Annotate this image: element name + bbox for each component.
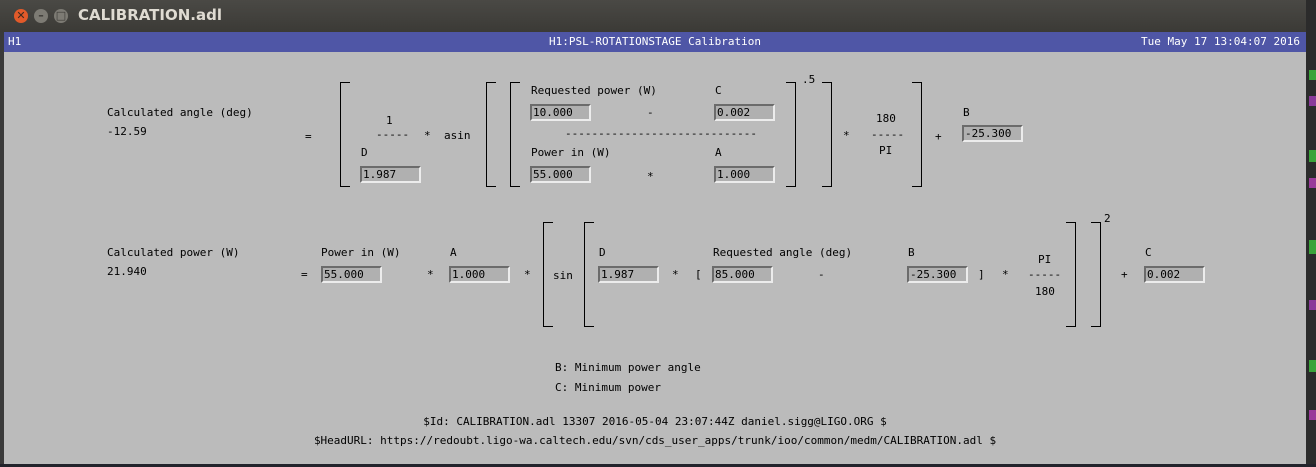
multiply-sign: * bbox=[1002, 268, 1009, 281]
window-title: CALIBRATION.adl bbox=[78, 6, 223, 24]
calculated-power-label: Calculated power (W) bbox=[107, 246, 240, 259]
c-input[interactable]: 0.002 bbox=[714, 104, 775, 121]
sqrt-left-bracket bbox=[510, 82, 520, 187]
pi-label: PI bbox=[1038, 253, 1052, 266]
calculated-angle-label: Calculated angle (deg) bbox=[107, 106, 253, 119]
d-input[interactable]: 1.987 bbox=[598, 266, 659, 283]
requested-angle-input[interactable]: 85.000 bbox=[712, 266, 773, 283]
sin-squared-right-bracket bbox=[1091, 222, 1101, 327]
exponent-half: .5 bbox=[802, 73, 816, 86]
site-label: H1 bbox=[8, 35, 22, 48]
background-bar bbox=[1309, 150, 1316, 162]
minus-sign: - bbox=[818, 268, 825, 281]
number-180: 180 bbox=[876, 112, 896, 125]
sin-label: sin bbox=[553, 269, 573, 282]
power-in-input[interactable]: 55.000 bbox=[321, 266, 382, 283]
c-input[interactable]: 0.002 bbox=[1144, 266, 1205, 283]
minus-sign: - bbox=[647, 106, 654, 119]
display-title: H1:PSL-ROTATIONSTAGE Calibration bbox=[549, 35, 761, 48]
b-label: B bbox=[908, 246, 915, 259]
outer-left-bracket bbox=[340, 82, 350, 187]
multiply-sign: * bbox=[524, 268, 531, 281]
background-bar bbox=[1309, 300, 1316, 310]
multiply-sign: * bbox=[672, 268, 679, 281]
calculated-power-value: 21.940 bbox=[107, 265, 147, 278]
fraction-line: ----- bbox=[376, 128, 410, 141]
header-datetime: Tue May 17 13:04:07 2016 bbox=[1141, 35, 1300, 48]
a-label: A bbox=[715, 146, 722, 159]
open-bracket: [ bbox=[695, 268, 702, 281]
a-input[interactable]: 1.000 bbox=[714, 166, 775, 183]
background-bar bbox=[1309, 360, 1316, 372]
sin-squared-left-bracket bbox=[543, 222, 553, 327]
sin-left-bracket bbox=[584, 222, 594, 327]
background-bar bbox=[1309, 410, 1316, 420]
svn-id: $Id: CALIBRATION.adl 13307 2016-05-04 23… bbox=[423, 415, 887, 428]
a-input[interactable]: 1.000 bbox=[449, 266, 510, 283]
b-input[interactable]: -25.300 bbox=[907, 266, 968, 283]
background-bar bbox=[1309, 70, 1316, 80]
pi-label: PI bbox=[879, 144, 893, 157]
b-note: B: Minimum power angle bbox=[555, 361, 701, 374]
b-input[interactable]: -25.300 bbox=[962, 125, 1023, 142]
d-input[interactable]: 1.987 bbox=[360, 166, 421, 183]
exponent-two: 2 bbox=[1104, 212, 1111, 225]
power-in-label: Power in (W) bbox=[531, 146, 611, 159]
multiply-sign: * bbox=[424, 129, 431, 142]
equals-sign: = bbox=[301, 268, 308, 281]
b-label: B bbox=[963, 106, 970, 119]
sin-right-bracket bbox=[1066, 222, 1076, 327]
c-label: C bbox=[1145, 246, 1152, 259]
maximize-icon[interactable]: □ bbox=[54, 9, 68, 23]
outer-right-bracket bbox=[912, 82, 922, 187]
asin-right-bracket bbox=[822, 82, 832, 187]
sqrt-right-bracket bbox=[786, 82, 796, 187]
requested-power-label: Requested power (W) bbox=[531, 84, 657, 97]
fraction-line: ----- bbox=[871, 128, 905, 141]
d-label: D bbox=[599, 246, 606, 259]
multiply-sign: * bbox=[427, 268, 434, 281]
desktop-background-strip bbox=[1306, 0, 1316, 467]
fraction-line: ----- bbox=[1028, 268, 1062, 281]
power-in-input[interactable]: 55.000 bbox=[530, 166, 591, 183]
close-icon[interactable]: ✕ bbox=[14, 9, 28, 23]
power-in-label: Power in (W) bbox=[321, 246, 401, 259]
equals-sign: = bbox=[305, 130, 312, 143]
numerator-one: 1 bbox=[386, 114, 393, 127]
multiply-sign: * bbox=[647, 170, 654, 183]
medm-display-area bbox=[4, 32, 1306, 464]
close-bracket: ] bbox=[978, 268, 985, 281]
plus-sign: + bbox=[935, 130, 942, 143]
calculated-angle-value: -12.59 bbox=[107, 125, 147, 138]
c-note: C: Minimum power bbox=[555, 381, 661, 394]
asin-label: asin bbox=[444, 129, 471, 142]
background-bar bbox=[1309, 96, 1316, 106]
d-label: D bbox=[361, 146, 368, 159]
display-header: H1 H1:PSL-ROTATIONSTAGE Calibration Tue … bbox=[4, 32, 1306, 52]
multiply-sign: * bbox=[843, 129, 850, 142]
svn-headurl: $HeadURL: https://redoubt.ligo-wa.caltec… bbox=[313, 434, 997, 447]
a-label: A bbox=[450, 246, 457, 259]
background-bar bbox=[1309, 178, 1316, 188]
plus-sign: + bbox=[1121, 268, 1128, 281]
background-bar bbox=[1309, 240, 1316, 254]
asin-left-bracket bbox=[486, 82, 496, 187]
desktop-bottom-strip bbox=[0, 464, 1316, 467]
requested-angle-label: Requested angle (deg) bbox=[713, 246, 853, 259]
number-180: 180 bbox=[1035, 285, 1055, 298]
window-titlebar[interactable]: ✕ – □ CALIBRATION.adl bbox=[0, 0, 1306, 32]
c-label: C bbox=[715, 84, 722, 97]
division-line: ----------------------------- bbox=[565, 127, 758, 140]
requested-power-input[interactable]: 10.000 bbox=[530, 104, 591, 121]
minimize-icon[interactable]: – bbox=[34, 9, 48, 23]
